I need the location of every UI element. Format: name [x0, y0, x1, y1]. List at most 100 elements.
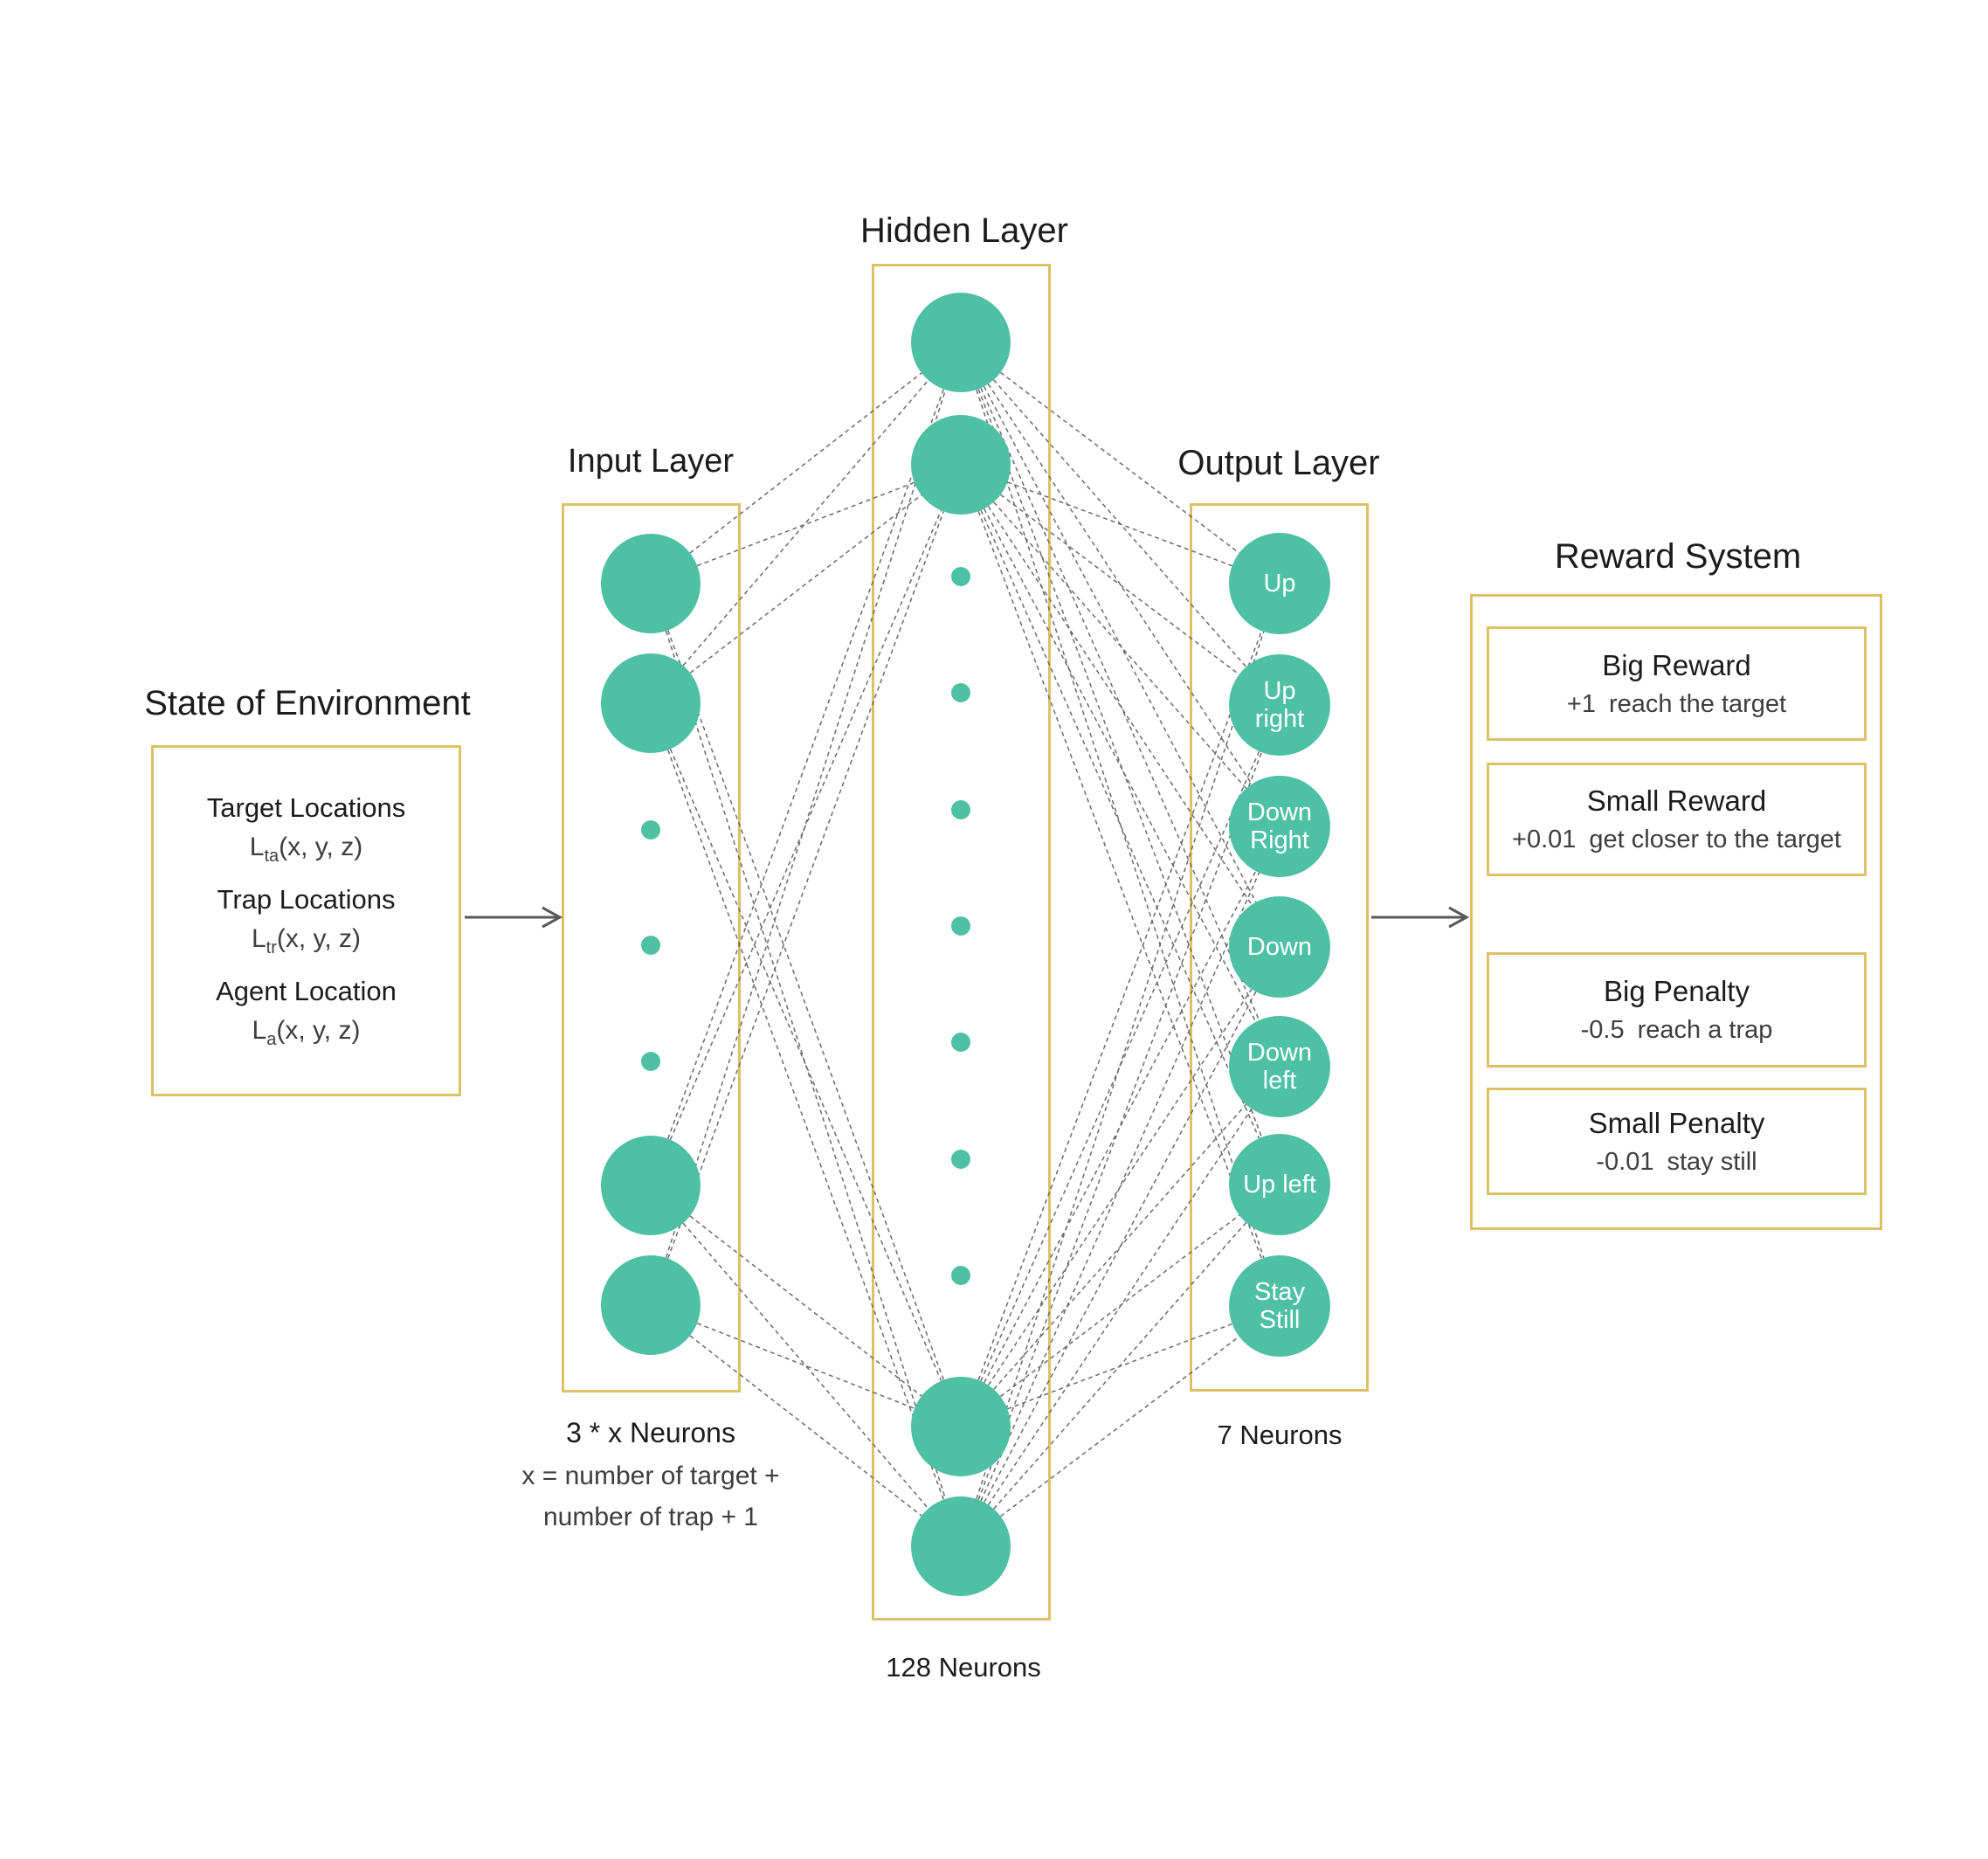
hidden-ellipsis-dot-5 — [951, 1033, 970, 1052]
input-neuron-formula: x = number of target + number of trap + … — [521, 1462, 780, 1531]
state-item-formula: Lta(x, y, z) — [207, 833, 405, 867]
connection-line — [682, 379, 929, 667]
connection-line — [1007, 481, 1232, 567]
input-neuron-count: 3 * x Neurons — [566, 1417, 735, 1448]
connection-line — [1000, 494, 1240, 675]
connection-line — [987, 988, 1253, 1386]
hidden-layer-title: Hidden Layer — [860, 211, 1068, 250]
formula-args: (x, y, z) — [276, 923, 361, 953]
connection-line — [977, 630, 1263, 1380]
connection-line — [1000, 1336, 1240, 1517]
hidden-layer-box — [872, 264, 1051, 1621]
reward-value: -0.5 — [1580, 1016, 1625, 1044]
connection-line — [993, 1103, 1247, 1390]
hidden-ellipsis-dot-6 — [951, 1150, 970, 1169]
reward-item-heading: Big Penalty — [1604, 975, 1750, 1007]
connection-line — [980, 387, 1260, 1021]
connection-line — [976, 389, 1265, 1259]
formula-subscript: tr — [266, 937, 277, 957]
input-layer-title: Input Layer — [567, 443, 735, 480]
reward-panel-title: Reward System — [1554, 537, 1802, 576]
connection-line — [987, 1108, 1253, 1505]
connection-line — [689, 1215, 922, 1397]
connection-line — [977, 751, 1263, 1500]
hidden-neuron-4 — [911, 1496, 1011, 1596]
connection-line — [984, 870, 1257, 1384]
formula-args: (x, y, z) — [279, 832, 363, 861]
connection-line — [666, 750, 945, 1500]
input-neuron-2 — [601, 653, 701, 753]
output-node-down: Down — [1229, 896, 1330, 998]
hidden-neuron-1 — [911, 293, 1011, 392]
connection-line — [977, 511, 1263, 1260]
connection-line — [984, 508, 1257, 1023]
connection-line — [696, 481, 915, 567]
formula-args: (x, y, z) — [276, 1015, 361, 1045]
connection-line — [987, 384, 1253, 785]
reward-item-detail: +1 reach the target — [1567, 690, 1786, 719]
reward-value: +1 — [1566, 689, 1596, 718]
connection-line — [1000, 371, 1240, 554]
connection-line — [666, 511, 945, 1259]
reward-item-heading: Small Penalty — [1588, 1106, 1765, 1139]
reward-item-heading: Small Reward — [1586, 784, 1767, 817]
reward-item-big-reward: Big Reward +1 reach the target — [1487, 626, 1867, 741]
state-item: Trap Locations Ltr(x, y, z) — [217, 884, 396, 958]
output-neuron-count: 7 Neurons — [1217, 1420, 1343, 1450]
connection-line — [689, 1335, 922, 1517]
output-node-down-left: Down left — [1229, 1016, 1330, 1117]
input-neuron-4 — [601, 1255, 701, 1355]
formula-base: L — [252, 1015, 267, 1045]
hidden-ellipsis-dot-3 — [951, 800, 970, 819]
reward-description: reach the target — [1608, 689, 1787, 718]
connection-line — [977, 389, 1263, 1138]
reward-value: -0.01 — [1596, 1147, 1654, 1176]
output-layer-title: Output Layer — [1177, 444, 1380, 482]
reward-item-detail: +0.01 get closer to the target — [1512, 826, 1841, 854]
reward-item-big-penalty: Big Penalty -0.5 reach a trap — [1487, 952, 1867, 1068]
state-item-label: Trap Locations — [217, 883, 396, 915]
state-item-label: Target Locations — [206, 791, 406, 823]
connection-line — [689, 494, 922, 674]
output-layer-box — [1190, 503, 1369, 1392]
reward-description: get closer to the target — [1589, 826, 1841, 853]
hidden-ellipsis-dot-7 — [951, 1266, 970, 1285]
hidden-ellipsis-dot-1 — [951, 567, 970, 586]
input-neuron-3 — [601, 1136, 701, 1235]
input-neuron-1 — [601, 534, 701, 633]
connection-line — [666, 630, 945, 1380]
output-node-up-left: Up left — [1229, 1134, 1330, 1235]
connection-line — [976, 631, 1265, 1500]
connection-line — [993, 1222, 1247, 1510]
output-to-reward-arrow — [1371, 906, 1470, 929]
state-panel-box — [151, 745, 461, 1096]
state-item: Target Locations Lta(x, y, z) — [207, 792, 405, 867]
state-item-label: Agent Location — [216, 975, 397, 1006]
input-ellipsis-dot-1 — [641, 820, 660, 840]
hidden-neuron-3 — [911, 1377, 1011, 1476]
output-node-up-right: Up right — [1229, 654, 1330, 756]
output-node-up: Up — [1229, 533, 1330, 634]
input-ellipsis-dot-3 — [641, 1052, 660, 1071]
reward-value: +0.01 — [1512, 826, 1577, 853]
hidden-neuron-count: 128 Neurons — [886, 1652, 1041, 1683]
output-node-stay-still: Stay Still — [1229, 1255, 1330, 1357]
connection-line — [993, 501, 1247, 789]
reward-item-heading: Big Reward — [1602, 648, 1751, 681]
connection-line — [980, 750, 1260, 1382]
hidden-ellipsis-dot-2 — [951, 683, 970, 702]
reward-panel-box — [1470, 594, 1882, 1230]
reward-description: reach a trap — [1637, 1016, 1773, 1044]
state-item: Agent Location La(x, y, z) — [216, 976, 397, 1050]
state-panel-items: Target Locations Lta(x, y, z) Trap Locat… — [151, 745, 461, 1096]
hidden-ellipsis-dot-4 — [951, 916, 970, 936]
connection-line — [665, 390, 947, 1258]
reward-item-detail: -0.5 reach a trap — [1581, 1016, 1773, 1045]
hidden-neuron-2 — [911, 415, 1011, 515]
state-item-formula: Ltr(x, y, z) — [217, 924, 396, 958]
connection-line — [987, 506, 1253, 906]
reward-description: stay still — [1667, 1147, 1757, 1176]
connection-line — [669, 510, 942, 1140]
